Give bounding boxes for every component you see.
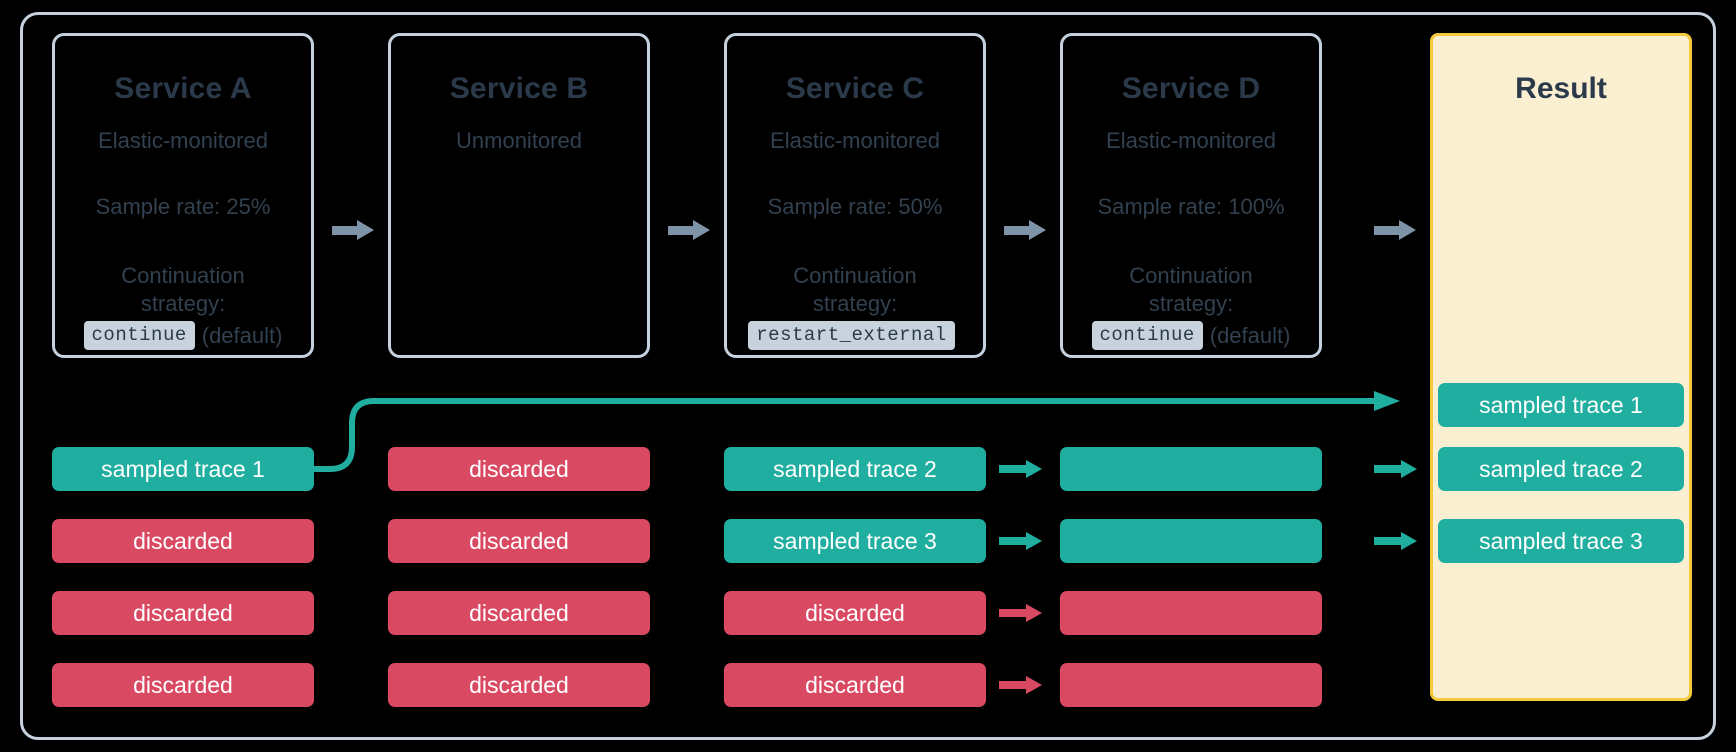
- service-a-strategy-row: continue (default): [55, 321, 311, 350]
- trace-chip: discarded: [52, 519, 314, 563]
- service-b-monitoring: Unmonitored: [456, 128, 582, 153]
- trace-grid: sampled trace 1 discarded discarded disc…: [52, 0, 1692, 752]
- service-c-continuation-line2: strategy:: [812, 290, 898, 316]
- trace-chip: sampled trace 2: [724, 447, 986, 491]
- service-d-continuation-line1: Continuation: [1129, 263, 1253, 288]
- arrow-shaft: [332, 226, 360, 235]
- arrow-shaft: [1374, 465, 1404, 473]
- trace-chip: discarded: [724, 663, 986, 707]
- service-c-title: Service C: [785, 72, 925, 105]
- service-arrow-c-to-d: [1004, 220, 1046, 240]
- arrow-head-icon: [693, 220, 710, 240]
- result-title: Result: [1515, 72, 1607, 105]
- service-a-monitoring: Elastic-monitored: [98, 128, 268, 153]
- trace-chip: discarded: [388, 591, 650, 635]
- trace-chip: discarded: [388, 663, 650, 707]
- arrow-head-icon: [1026, 604, 1042, 622]
- trace-chip: [1060, 663, 1322, 707]
- service-arrow-d-to-result: [1374, 220, 1416, 240]
- service-row: Service A Elastic-monitored Sample rate:…: [52, 33, 1692, 701]
- service-arrow-a-to-b: [332, 220, 374, 240]
- service-a-title: Service A: [114, 72, 252, 105]
- arrow-shaft: [1374, 226, 1402, 235]
- service-d-title: Service D: [1121, 72, 1261, 105]
- arrow-shaft: [999, 609, 1029, 617]
- service-d-monitoring: Elastic-monitored: [1106, 128, 1276, 153]
- service-c-monitoring: Elastic-monitored: [770, 128, 940, 153]
- service-c-strategy-row: restart_external: [727, 321, 983, 350]
- service-a-continuation-label: Continuation strategy:: [55, 262, 311, 317]
- trace-chip: discarded: [388, 519, 650, 563]
- trace-arrow-d-to-result-row2: [1374, 532, 1420, 550]
- service-card-b: Service B Unmonitored: [388, 33, 650, 358]
- arrow-head-icon: [1401, 532, 1417, 550]
- service-d-continuation-line2: strategy:: [1148, 290, 1234, 316]
- trace-arrow-c-to-d-row3: [999, 604, 1045, 622]
- arrow-head-icon: [1029, 220, 1046, 240]
- service-c-continuation-line1: Continuation: [793, 263, 917, 288]
- service-d-strategy-row: continue (default): [1063, 321, 1319, 350]
- service-a-continuation-line1: Continuation: [121, 263, 245, 288]
- arrow-head-icon: [1401, 460, 1417, 478]
- arrow-shaft: [999, 681, 1029, 689]
- service-a-strategy-note: (default): [201, 322, 283, 348]
- trace-arrow-c-to-d-row4: [999, 676, 1045, 694]
- trace-chip: sampled trace 1: [52, 447, 314, 491]
- arrow-head-icon: [1026, 460, 1042, 478]
- service-c-continuation-label: Continuation strategy:: [727, 262, 983, 317]
- service-d-strategy-code: continue: [1091, 321, 1203, 350]
- result-panel: Result: [1430, 33, 1692, 701]
- arrow-shaft: [999, 465, 1029, 473]
- trace-chip: discarded: [52, 591, 314, 635]
- arrow-head-icon: [1026, 676, 1042, 694]
- service-c-strategy-code: restart_external: [748, 321, 955, 350]
- trace-chip: [1060, 447, 1322, 491]
- service-a-sample-rate: Sample rate: 25%: [95, 194, 271, 219]
- service-d-continuation-label: Continuation strategy:: [1063, 262, 1319, 317]
- service-d-sample-rate: Sample rate: 100%: [1097, 194, 1285, 219]
- arrow-shaft: [999, 537, 1029, 545]
- service-arrow-b-to-c: [668, 220, 710, 240]
- service-card-a: Service A Elastic-monitored Sample rate:…: [52, 33, 314, 358]
- service-card-c: Service C Elastic-monitored Sample rate:…: [724, 33, 986, 358]
- trace-arrow-c-to-d-row1: [999, 460, 1045, 478]
- arrow-shaft: [668, 226, 696, 235]
- result-chip: sampled trace 3: [1438, 519, 1684, 563]
- trace-chip: sampled trace 3: [724, 519, 986, 563]
- arrow-shaft: [1374, 537, 1404, 545]
- arrow-head-icon: [1399, 220, 1416, 240]
- arrow-head-icon: [357, 220, 374, 240]
- trace-chip: discarded: [388, 447, 650, 491]
- service-a-continuation-line2: strategy:: [140, 290, 226, 316]
- result-chip: sampled trace 2: [1438, 447, 1684, 491]
- trace-arrow-d-to-result-row1: [1374, 460, 1420, 478]
- service-c-sample-rate: Sample rate: 50%: [767, 194, 943, 219]
- service-a-strategy-code: continue: [83, 321, 195, 350]
- trace-chip: discarded: [52, 663, 314, 707]
- result-chip: sampled trace 1: [1438, 383, 1684, 427]
- trace-chip: [1060, 591, 1322, 635]
- trace-chip: [1060, 519, 1322, 563]
- arrow-shaft: [1004, 226, 1032, 235]
- arrow-head-icon: [1026, 532, 1042, 550]
- trace-chip: discarded: [724, 591, 986, 635]
- trace-arrow-c-to-d-row2: [999, 532, 1045, 550]
- outer-frame: [20, 12, 1716, 740]
- service-card-d: Service D Elastic-monitored Sample rate:…: [1060, 33, 1322, 358]
- service-b-title: Service B: [449, 72, 589, 105]
- service-d-strategy-note: (default): [1209, 322, 1291, 348]
